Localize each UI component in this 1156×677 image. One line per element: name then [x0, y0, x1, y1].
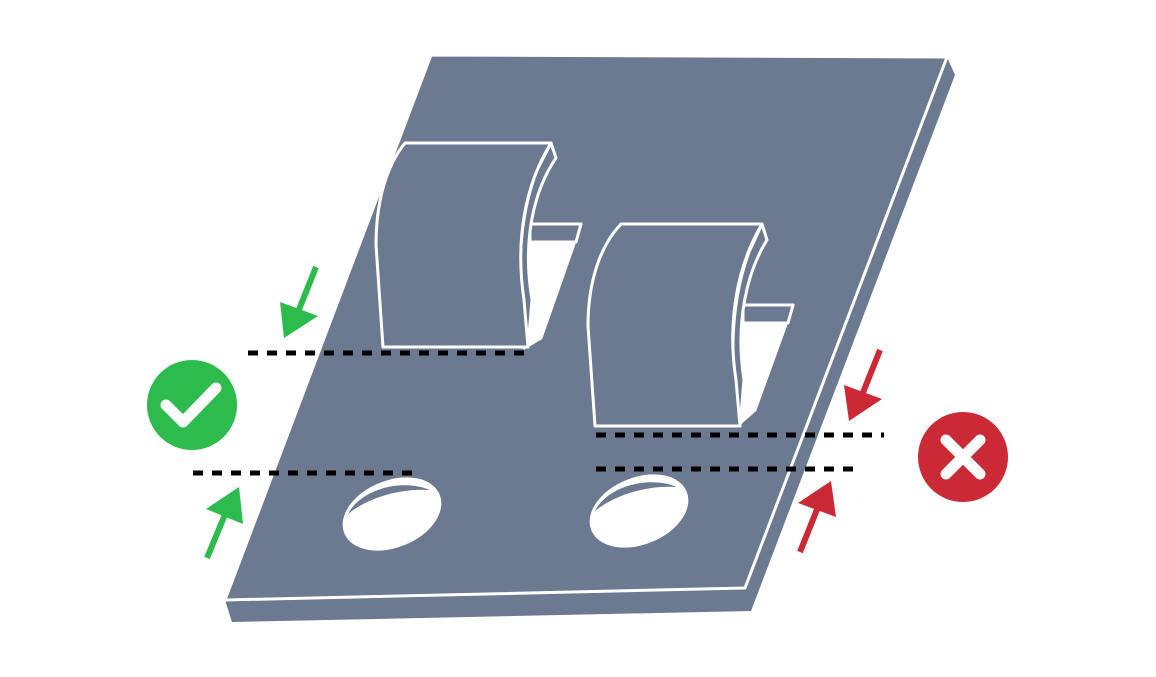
tab-right — [586, 222, 769, 428]
plate-top-face — [223, 53, 949, 602]
arrows-good — [204, 265, 319, 560]
arrow-icon — [280, 265, 319, 338]
hole-left — [342, 477, 442, 551]
check-circle-icon — [147, 360, 237, 450]
tab-left — [374, 141, 558, 349]
arrow-icon — [204, 487, 243, 560]
measure-lines — [193, 350, 884, 476]
arrow-icon — [844, 348, 883, 421]
arrows-bad — [797, 348, 883, 554]
arrow-icon — [797, 481, 836, 554]
x-circle-icon — [918, 412, 1008, 502]
slot-right-edge — [741, 303, 795, 325]
tab-right-face — [586, 222, 764, 428]
hole-right — [589, 474, 689, 548]
tab-left-face — [374, 141, 553, 349]
slot-left-edge — [528, 222, 583, 244]
